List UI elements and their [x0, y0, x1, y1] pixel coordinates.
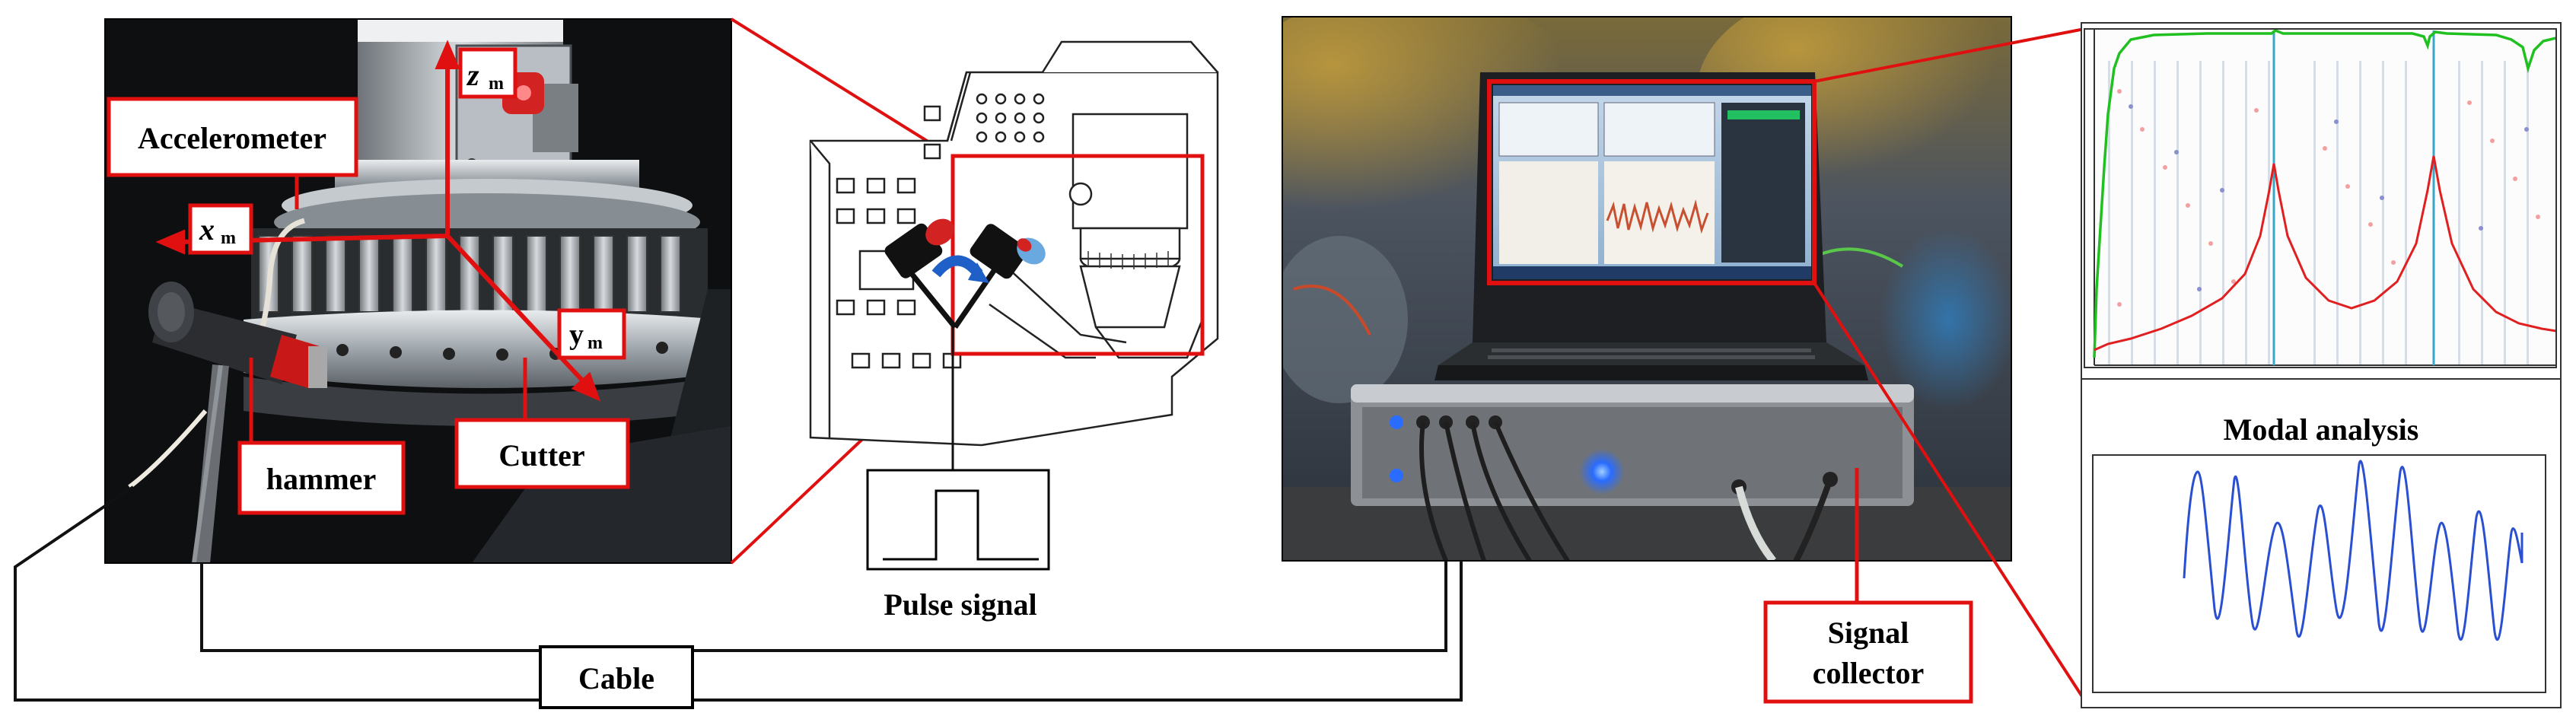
cable-label: Cable: [539, 645, 694, 709]
y-axis-label: y m: [557, 308, 626, 360]
modal-analysis-title: Modal analysis: [2224, 412, 2419, 447]
zoom-line-screen-top: [1813, 27, 2085, 83]
svg-text:y: y: [569, 319, 584, 351]
sine-wave-icon: [2183, 460, 2523, 641]
pulse-signal-box: Pulse signal: [866, 469, 1050, 622]
hammer-label: hammer: [237, 358, 406, 515]
schematic-hammers: [884, 218, 1046, 329]
laptop-highlight-rect: [1487, 79, 1817, 285]
z-axis-label: z m: [458, 47, 517, 99]
svg-text:Accelerometer: Accelerometer: [138, 121, 326, 155]
svg-text:Cable: Cable: [578, 661, 654, 695]
svg-text:Pulse signal: Pulse signal: [884, 587, 1036, 622]
svg-text:hammer: hammer: [266, 462, 376, 496]
analysis-panel: Modal analysis: [2081, 22, 2562, 708]
signal-collector-icon: [1351, 384, 1914, 561]
svg-text:z: z: [466, 58, 479, 92]
frf-plot: [2084, 29, 2556, 368]
svg-text:m: m: [489, 74, 504, 94]
cable: [14, 485, 1463, 702]
svg-text:Signal: Signal: [1828, 616, 1909, 650]
lab-photo: [1282, 17, 2011, 561]
x-axis-label: x m: [188, 203, 253, 255]
machine-photo: [105, 19, 731, 563]
signal-collector-label: Signal collector: [1763, 468, 1973, 704]
svg-text:m: m: [587, 333, 603, 353]
accelerometer-label: Accelerometer: [107, 97, 358, 177]
zoom-line-screen-bottom: [1813, 282, 2086, 702]
frf-green-curve: [2093, 29, 2556, 358]
cutter-teeth: [251, 228, 708, 320]
zoom-line-top: [730, 18, 953, 158]
zoom-highlight-rect: [950, 154, 1205, 356]
svg-text:x: x: [199, 212, 215, 247]
pulse-waveform-icon: [883, 489, 1039, 561]
svg-text:collector: collector: [1813, 656, 1925, 690]
cutter-label: Cutter: [454, 358, 630, 489]
svg-text:m: m: [221, 228, 236, 248]
frf-red-curve: [2094, 155, 2556, 352]
hammer-icon: [148, 282, 327, 563]
mode-shape-plot-frame: [2092, 454, 2546, 693]
svg-text:Cutter: Cutter: [498, 438, 584, 473]
laptop-icon: [1434, 72, 1868, 380]
